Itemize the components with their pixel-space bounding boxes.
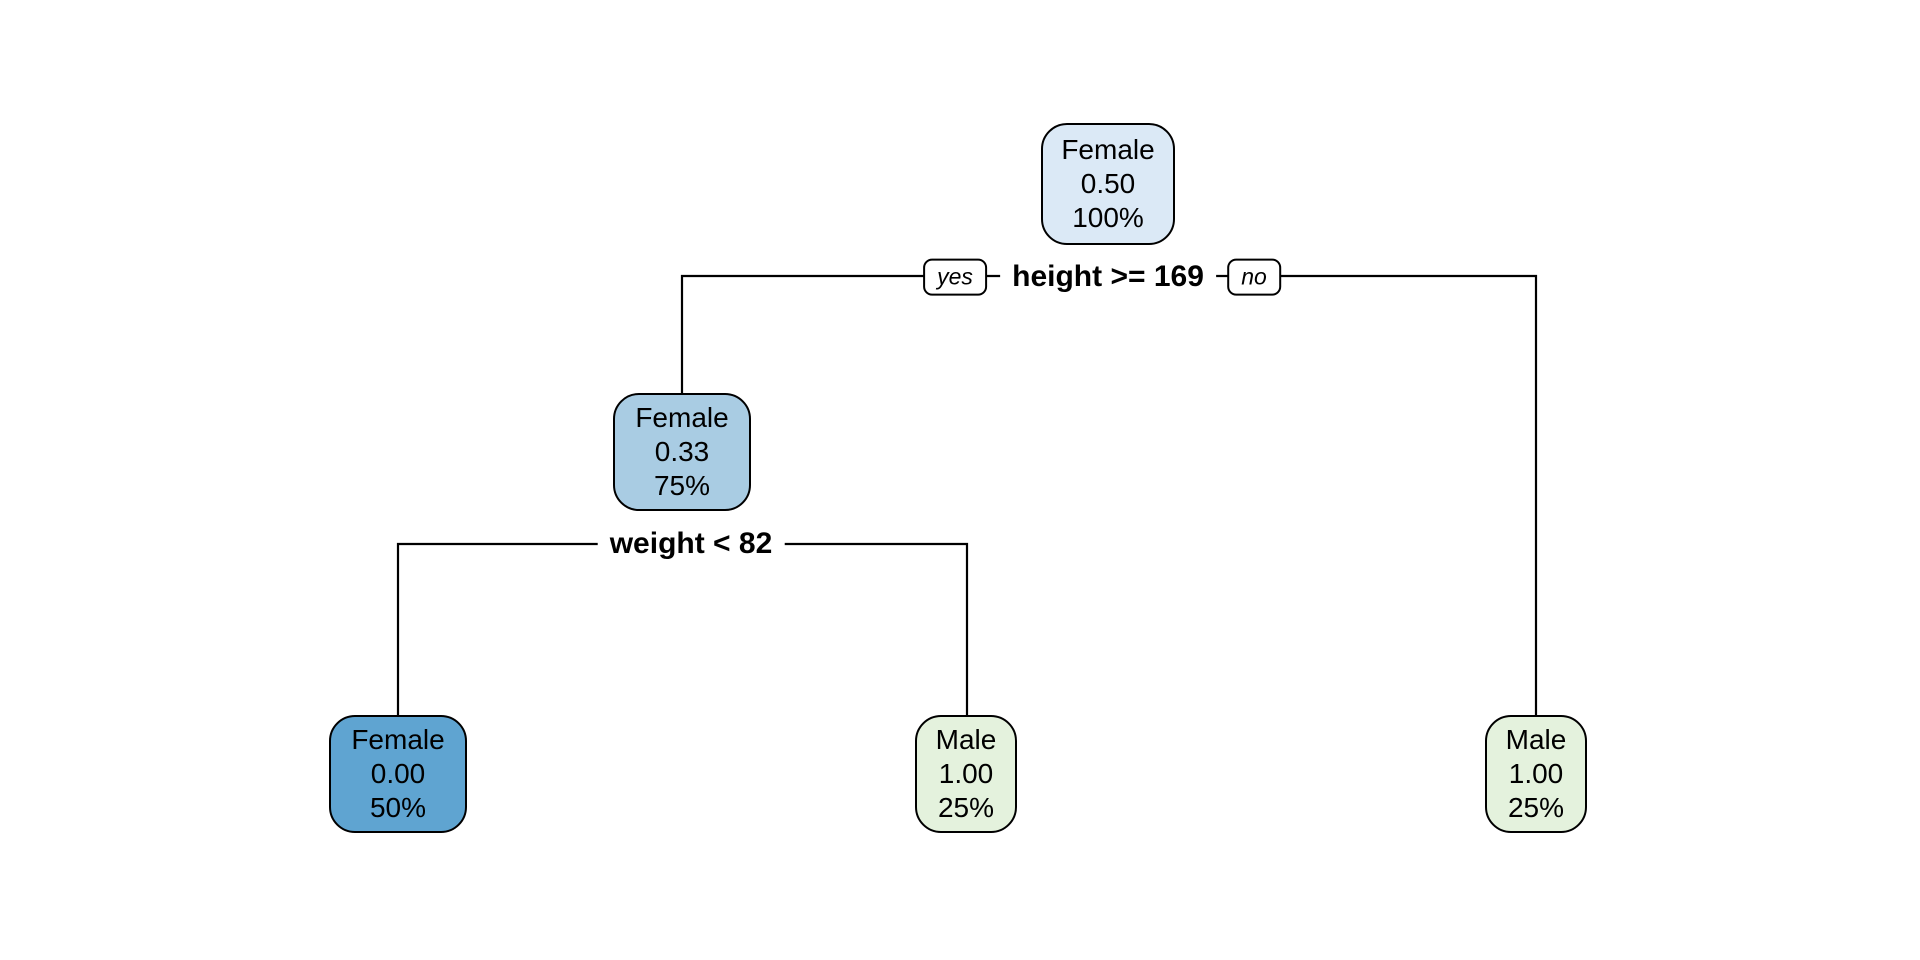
node-coverage: 50% bbox=[369, 792, 427, 823]
no-badge: no bbox=[1227, 258, 1281, 296]
tree-leaf-male-right: Male 1.00 25% bbox=[1485, 715, 1587, 833]
tree-leaf-male-middle: Male 1.00 25% bbox=[915, 715, 1017, 833]
tree-node-internal-left: Female 0.33 75% bbox=[613, 393, 751, 511]
tree-leaf-female: Female 0.00 50% bbox=[329, 715, 467, 833]
node-coverage: 75% bbox=[653, 470, 711, 501]
node-coverage: 25% bbox=[937, 792, 995, 823]
split-condition-weight: weight < 82 bbox=[597, 527, 785, 561]
node-class-label: Female bbox=[351, 724, 445, 755]
node-probability: 1.00 bbox=[1508, 758, 1564, 789]
node-probability: 0.50 bbox=[1080, 168, 1136, 199]
branch-weight-split bbox=[396, 542, 969, 716]
node-class-label: Female bbox=[635, 402, 729, 433]
node-coverage: 100% bbox=[1072, 202, 1144, 233]
node-probability: 0.00 bbox=[370, 758, 426, 789]
tree-node-root: Female 0.50 100% bbox=[1041, 123, 1175, 245]
branch-root-split bbox=[680, 274, 1538, 716]
node-class-label: Female bbox=[1061, 134, 1155, 165]
node-probability: 1.00 bbox=[938, 758, 994, 789]
yes-badge: yes bbox=[923, 258, 987, 296]
node-coverage: 25% bbox=[1507, 792, 1565, 823]
node-probability: 0.33 bbox=[654, 436, 710, 467]
split-condition-height: height >= 169 bbox=[1000, 260, 1216, 294]
node-class-label: Male bbox=[1505, 724, 1567, 755]
node-class-label: Male bbox=[935, 724, 997, 755]
